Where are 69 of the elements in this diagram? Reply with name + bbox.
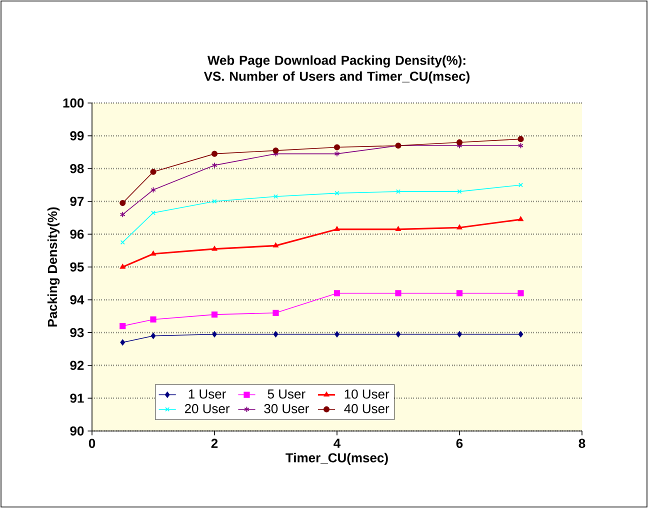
point — [120, 211, 126, 218]
point — [396, 331, 401, 338]
x-axis-title: Timer_CU(msec) — [286, 452, 388, 465]
point — [334, 144, 340, 150]
chart-title: Web Page Download Packing Density(%): VS. Number of Users and Timer_CU(msec) — [204, 55, 470, 84]
legend-label: 20 User — [184, 404, 230, 414]
legend-label: 40 User — [344, 404, 390, 414]
point — [150, 186, 156, 193]
point — [150, 210, 156, 216]
x-tick-label: 4 — [334, 438, 341, 448]
point — [456, 139, 463, 146]
x-tick-label: 8 — [578, 438, 586, 448]
y-axis-title: Packing Density(%) — [47, 207, 60, 326]
y-tick-label: 91 — [70, 394, 84, 403]
point — [272, 148, 279, 154]
point — [120, 264, 126, 269]
point — [273, 331, 278, 338]
legend-label: 10 User — [344, 389, 390, 399]
point — [273, 242, 278, 248]
point — [456, 290, 463, 296]
y-tick-label: 96 — [70, 230, 84, 239]
point — [518, 182, 524, 188]
point — [518, 142, 524, 149]
point — [334, 331, 340, 338]
point — [212, 331, 217, 338]
point — [334, 226, 340, 232]
point — [273, 194, 278, 199]
y-tick-label: 93 — [70, 328, 84, 338]
y-tick-label: 94 — [70, 295, 84, 304]
point — [395, 290, 402, 296]
y-tick-label: 90 — [70, 426, 84, 436]
y-tick-label: 97 — [70, 196, 84, 206]
point — [211, 311, 218, 318]
point — [120, 339, 126, 346]
legend-label: 30 User — [264, 404, 309, 414]
point — [272, 310, 279, 316]
y-tick-label: 98 — [70, 164, 84, 174]
y-tick-label: 99 — [70, 131, 84, 140]
point — [120, 200, 126, 206]
point — [396, 226, 401, 232]
point — [120, 240, 125, 245]
legend-label: 5 User — [268, 390, 306, 399]
y-tick-label: 95 — [70, 262, 84, 272]
point — [212, 246, 218, 251]
point — [150, 168, 156, 175]
point — [150, 332, 156, 339]
point — [457, 331, 462, 338]
x-tick-label: 0 — [88, 438, 96, 448]
point — [334, 190, 340, 196]
point — [456, 224, 462, 230]
point — [212, 162, 218, 168]
x-tick-label: 6 — [456, 438, 463, 448]
point — [518, 290, 524, 296]
point — [334, 290, 340, 296]
x-tick-label: 2 — [211, 438, 218, 448]
point — [518, 216, 524, 222]
point — [396, 189, 401, 194]
point — [211, 150, 218, 157]
point — [457, 189, 462, 194]
point — [150, 250, 156, 256]
point — [518, 331, 524, 338]
legend-label: 1 User — [188, 390, 226, 399]
y-tick-label: 92 — [70, 360, 84, 370]
point — [150, 316, 156, 323]
point — [120, 322, 126, 330]
point — [212, 199, 217, 204]
point — [334, 150, 340, 157]
y-tick-label: 100 — [63, 98, 84, 108]
point — [518, 136, 524, 142]
